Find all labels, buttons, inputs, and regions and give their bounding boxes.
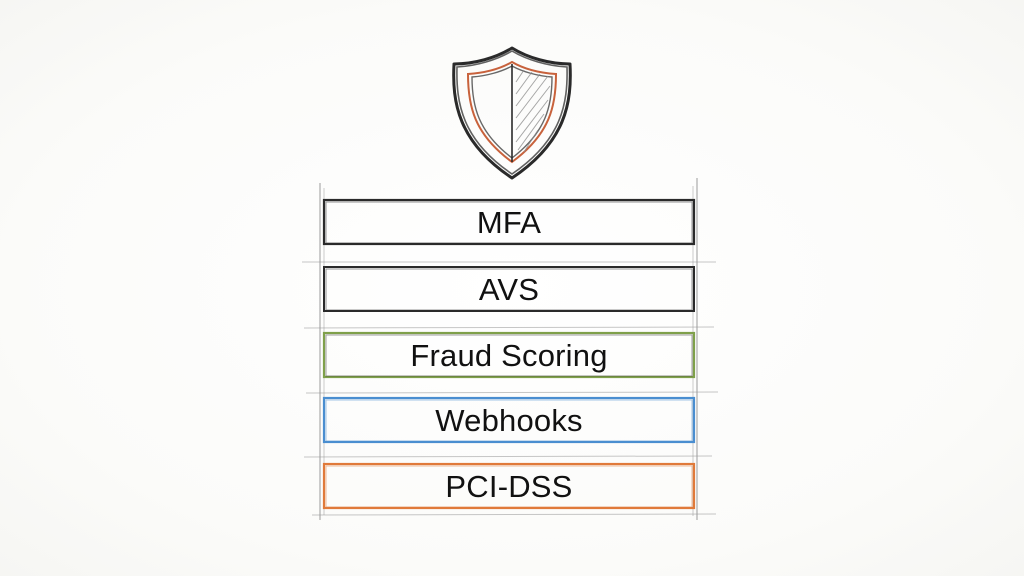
layer-fraud-scoring: Fraud Scoring — [322, 331, 696, 379]
shield-icon — [452, 46, 572, 180]
layer-label: AVS — [478, 271, 540, 307]
layer-avs: AVS — [322, 265, 696, 313]
layer-frame — [322, 331, 696, 379]
layer-label: Webhooks — [435, 402, 583, 438]
layer-frame — [322, 198, 696, 246]
layer-label: MFA — [476, 204, 542, 240]
layer-label: PCI-DSS — [445, 468, 573, 504]
layer-frame — [322, 396, 696, 444]
layer-frame — [322, 462, 696, 510]
layer-pci-dss: PCI-DSS — [322, 462, 696, 510]
layer-frame — [323, 266, 695, 312]
layer-webhooks: Webhooks — [322, 396, 696, 444]
layer-mfa: MFA — [322, 198, 696, 246]
layer-label: Fraud Scoring — [410, 337, 608, 373]
